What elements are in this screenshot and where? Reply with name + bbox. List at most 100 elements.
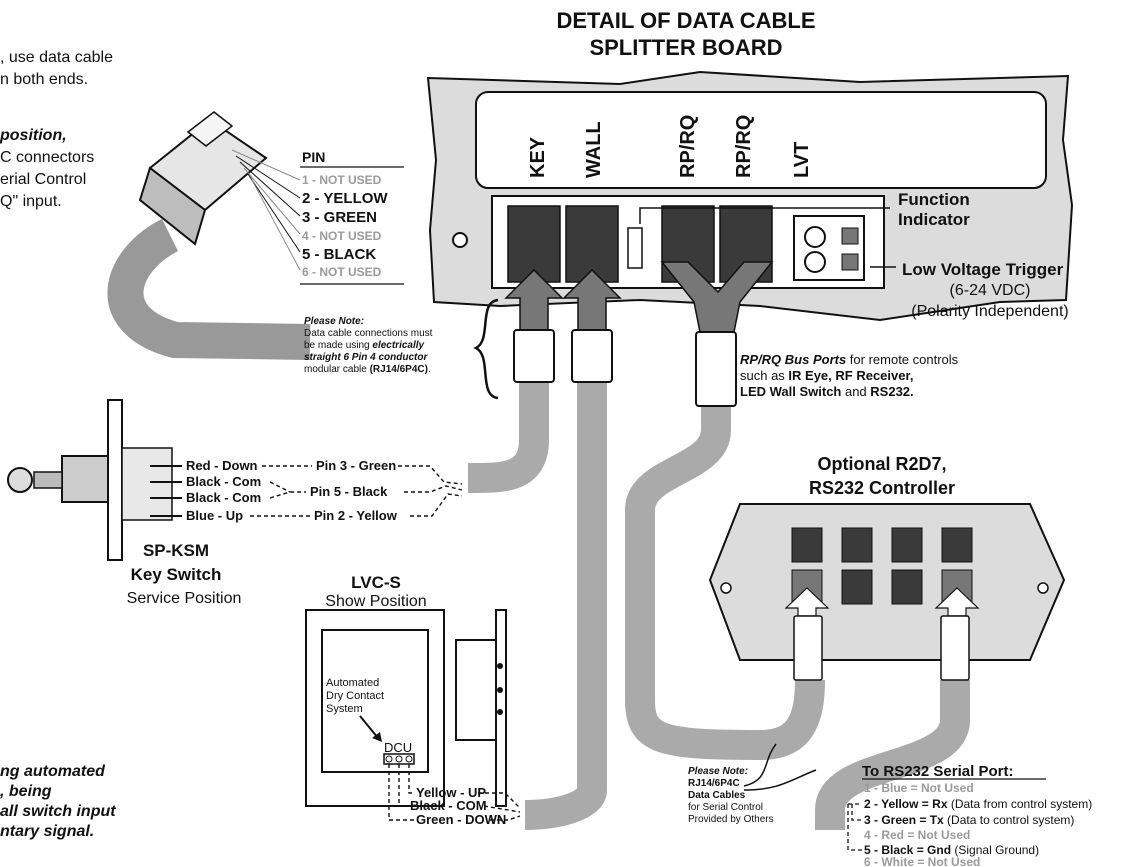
- lvcs-auto-2: Dry Contact: [326, 690, 384, 702]
- key-shank: [33, 471, 63, 489]
- bottom-left-line-4: ntary signal.: [0, 823, 94, 840]
- bottom-left-line-3: all switch input: [0, 803, 116, 820]
- lvcs-dcu-label: DCU: [384, 740, 412, 755]
- rprq-cable: [625, 406, 825, 761]
- controller-port-3: [891, 527, 923, 563]
- key-wire-4: Blue - Up: [186, 508, 243, 523]
- key-switch-barrel: [61, 455, 109, 503]
- key-dash-yellow: [250, 493, 463, 517]
- dcu-screw-2: [395, 755, 403, 763]
- intro-line-4: C connectors: [0, 149, 94, 166]
- lvcs-screw-3: [497, 709, 503, 715]
- key-switch-body: [121, 447, 173, 521]
- function-indicator-leader: [639, 207, 890, 224]
- port-label-rprq-1: RP/RQ: [677, 115, 699, 178]
- note2-line-4: Provided by Others: [688, 814, 774, 825]
- bottom-left-line-2: , being: [0, 783, 52, 800]
- pin-item-3: 3 - GREEN: [302, 209, 377, 226]
- lvcs-pointer-arrow: [359, 715, 379, 739]
- key-head: [7, 467, 33, 493]
- y-splitter-arrow: [660, 261, 774, 333]
- intro-line-6: Q" input.: [0, 193, 62, 210]
- bottom-left-text: ng automated , being all switch input nt…: [0, 763, 116, 840]
- lvcs-wire-2: Black - COM: [410, 798, 487, 813]
- key-dash-green: [262, 465, 463, 485]
- controller-port-1: [791, 527, 823, 563]
- bus-port-note: RP/RQ Bus Ports for remote controls such…: [740, 352, 959, 399]
- serial-dash-wires: [847, 803, 862, 851]
- lvcs-side-plate: [495, 609, 507, 807]
- function-indicator-label-2: Indicator: [898, 210, 970, 229]
- key-wire-1: Red - Down: [186, 458, 258, 473]
- note2-leader-1: [743, 743, 777, 787]
- controller-port-7: [891, 569, 923, 605]
- wall-connector: [571, 329, 613, 383]
- lvcs-screw-1: [497, 663, 503, 669]
- port-label-lvt: LVT: [791, 142, 813, 178]
- cable-note-title: Please Note:: [304, 316, 364, 327]
- port-label-key: KEY: [527, 136, 549, 178]
- intro-line-5: erial Control: [0, 171, 86, 188]
- serial-cable: [815, 680, 970, 830]
- key-connector: [513, 329, 555, 383]
- lvcs-screw-2: [497, 687, 503, 693]
- lvt-range: (6-24 VDC): [950, 282, 1031, 299]
- pin-item-1: 1 - NOT USED: [302, 173, 382, 187]
- dcu-screw-1: [385, 755, 393, 763]
- bus-line-3: LED Wall Switch and RS232.: [740, 384, 914, 399]
- pin-item-5: 5 - BLACK: [302, 246, 376, 263]
- serial-item-6: 6 - White = Not Used: [864, 855, 980, 867]
- plug-cable: [107, 218, 311, 360]
- serial-cable-note: Please Note: RJ14/6P4C Data Cables for S…: [688, 743, 817, 825]
- controller-port-4: [941, 527, 973, 563]
- controller-port-6: [841, 569, 873, 605]
- plug-side: [138, 166, 207, 246]
- pin-heading: PIN: [302, 149, 325, 165]
- board-label-panel: [475, 91, 1047, 189]
- key-switch: Red - Down Black - Com Black - Com Blue …: [7, 399, 463, 607]
- key-pin-3: Pin 2 - Yellow: [314, 508, 398, 523]
- key-pin-1: Pin 3 - Green: [316, 458, 396, 473]
- pin-lead-5: [247, 173, 301, 253]
- lvc-s: LVC-S Show Position Automated Dry Contac…: [305, 573, 521, 827]
- lvcs-wire-1: Yellow - UP: [416, 785, 486, 800]
- serial-item-5: 5 - Black = Gnd (Signal Ground): [864, 843, 1039, 857]
- bottom-left-line-1: ng automated: [0, 763, 106, 780]
- intro-line-2: n both ends.: [0, 71, 88, 88]
- pin-lead-6: [251, 179, 301, 271]
- port-label-rprq-2: RP/RQ: [733, 115, 755, 178]
- intro-text: , use data cable n both ends. position, …: [0, 49, 113, 210]
- note2-title: Please Note:: [688, 766, 748, 777]
- lvcs-side-view: [455, 639, 497, 741]
- lvcs-title-2: Show Position: [325, 593, 426, 610]
- controller-hole-right: [1037, 582, 1049, 594]
- intro-line-1: , use data cable: [0, 49, 113, 66]
- note2-leader-2: [743, 769, 817, 791]
- serial-item-1: 1 - Blue = Not Used: [864, 781, 974, 795]
- dcu-screw-3: [405, 755, 413, 763]
- serial-port-legend: To RS232 Serial Port: 1 - Blue = Not Use…: [847, 763, 1092, 867]
- lvt-title: Low Voltage Trigger: [902, 260, 1064, 279]
- rprq-connector: [695, 331, 737, 407]
- key-switch-title-2: Key Switch: [131, 565, 222, 584]
- pin-item-4: 4 - NOT USED: [302, 229, 382, 243]
- lvcs-auto-1: Automated: [326, 677, 379, 689]
- note2-line-3: for Serial Control: [688, 802, 763, 813]
- serial-item-4: 4 - Red = Not Used: [864, 828, 970, 842]
- serial-item-3: 3 - Green = Tx (Data to control system): [864, 813, 1074, 827]
- wall-cable: [524, 382, 607, 830]
- mounting-hole: [452, 232, 468, 248]
- cables: [467, 382, 970, 830]
- note2-line-1: RJ14/6P4C: [688, 778, 740, 789]
- port-label-wall: WALL: [583, 121, 605, 178]
- lvcs-auto-3: System: [326, 703, 363, 715]
- intro-line-3: position,: [0, 127, 67, 144]
- function-indicator-label-1: Function: [898, 190, 970, 209]
- controller-body: [708, 503, 1066, 661]
- lvcs-pointer-head: [372, 732, 382, 742]
- bus-line-1: RP/RQ Bus Ports for remote controls: [740, 352, 959, 367]
- key-wire-2: Black - Com: [186, 474, 261, 489]
- lvt-contact-2: [841, 253, 859, 271]
